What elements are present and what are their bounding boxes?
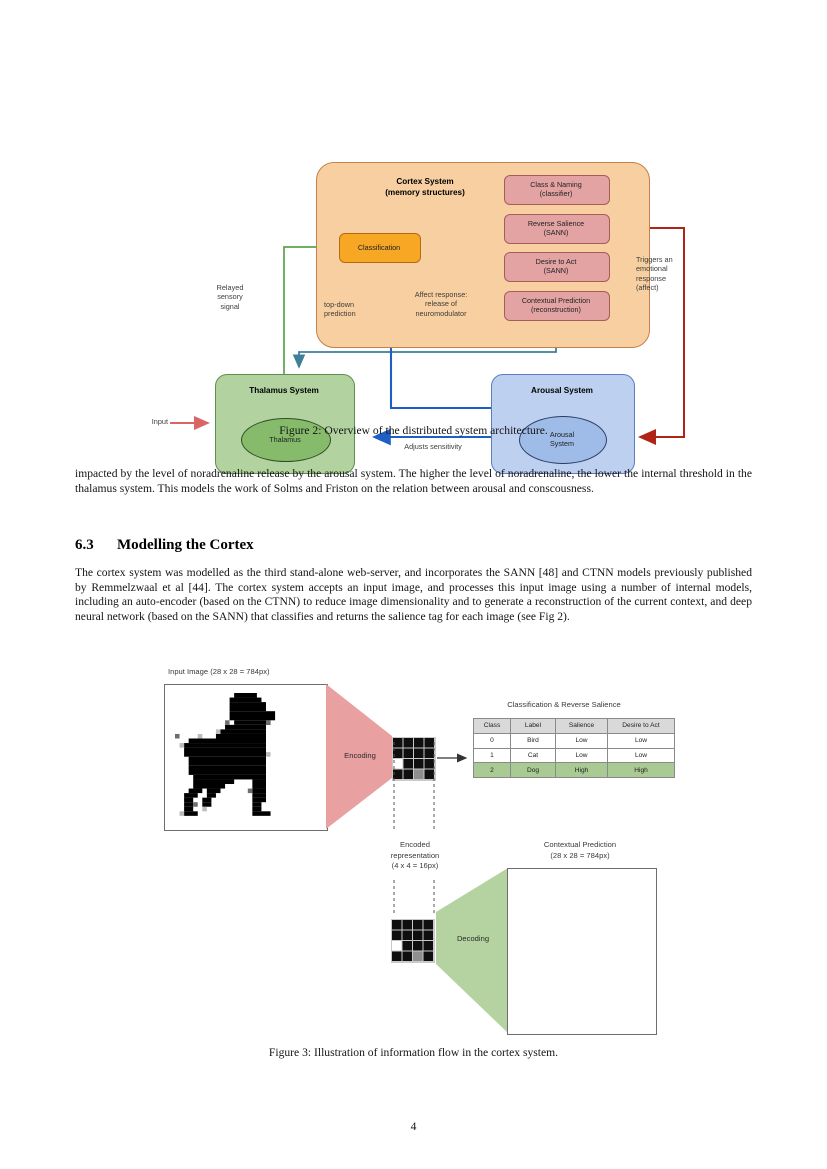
figure-2-caption: Figure 2: Overview of the distributed sy… xyxy=(279,424,548,437)
figure-3-caption: Figure 3: Illustration of information fl… xyxy=(268,1046,559,1059)
paragraph-noradrenaline: impacted by the level of noradrenaline r… xyxy=(75,467,752,495)
input-dog-pixels xyxy=(175,693,276,816)
out1-line2: (SANN) xyxy=(543,228,569,237)
encoding-label: Encoding xyxy=(344,751,376,760)
out2-line2: (SANN) xyxy=(543,266,569,275)
classification-node xyxy=(339,233,421,263)
output-label-reverse-salience: Reverse Salience (SANN) xyxy=(504,214,608,242)
thalamus-inner-ellipse xyxy=(241,418,331,462)
adjusts-sensitivity-label: Adjusts sensitivity xyxy=(404,442,462,451)
figure-3: Input Image (28 x 28 = 784px) xyxy=(0,662,827,1035)
cell-salience: Low xyxy=(555,732,608,749)
paragraph-cortex-system: The cortex system was modelled as the th… xyxy=(75,566,752,623)
table-header-row: Class Label Salience Desire to Act xyxy=(473,718,675,734)
prediction-line2: (28 x 28 = 784px) xyxy=(550,850,610,860)
output-box-reverse-salience xyxy=(504,214,610,244)
cell-label: Bird xyxy=(510,732,556,749)
cell-label: Dog xyxy=(510,762,556,779)
output-box-desire-to-act xyxy=(504,252,610,282)
th-salience: Salience xyxy=(555,718,608,734)
encoded-line2: representation xyxy=(390,850,440,860)
cell-label: Cat xyxy=(510,747,556,764)
triggers-line1: Triggers an xyxy=(636,255,673,264)
out0-line2: (classifier) xyxy=(539,189,573,198)
decoder-trapezoid xyxy=(436,868,508,1033)
triggers-line3: response xyxy=(636,273,667,283)
table-row-highlighted: 2 Dog High High xyxy=(473,762,675,779)
relayed-line1: Relayed xyxy=(216,283,244,292)
output-box-class-naming xyxy=(504,175,610,205)
section-number: 6.3 xyxy=(75,537,94,553)
encoded-representation-label: Encoded representation (4 x 4 = 16px) xyxy=(374,840,456,872)
triggers-emotional-response-label: Triggers an emotional response (affect) xyxy=(636,255,690,293)
output-label-contextual-prediction: Contextual Prediction (reconstruction) xyxy=(502,291,610,319)
cell-desire: Low xyxy=(607,747,675,764)
relayed-line3: signal xyxy=(220,301,240,311)
page-number: 4 xyxy=(410,1120,417,1133)
encoded-guides xyxy=(393,742,435,914)
classification-label: Classification xyxy=(357,242,401,252)
table-row: 1 Cat Low Low xyxy=(473,747,675,764)
arousal-inner-ellipse xyxy=(519,416,607,464)
thalamus-system-title: Thalamus System xyxy=(249,386,319,395)
out3-line1: Contextual Prediction xyxy=(521,296,591,305)
encoded-grid-top xyxy=(392,737,436,781)
triggers-line4: (affect) xyxy=(636,283,659,293)
cortex-title-line1: Cortex System xyxy=(396,177,454,186)
arousal-system-title: Arousal System xyxy=(531,386,593,395)
affect-response-label: Affect response: release of neuromodulat… xyxy=(396,290,486,318)
encoded-grid-bottom xyxy=(391,919,435,963)
output-label-class-naming: Class & Naming (classifier) xyxy=(504,175,608,203)
relayed-sensory-signal-label: Relayed sensory signal xyxy=(202,283,258,311)
arousal-inner-line1: Arousal xyxy=(549,430,575,439)
cell-class: 1 xyxy=(473,747,511,764)
out2-line1: Desire to Act xyxy=(535,257,577,266)
triggers-line2: emotional xyxy=(636,264,668,274)
input-image-label: Input Image (28 x 28 = 784px) xyxy=(168,667,270,676)
thalamus-inner-label: Thalamus xyxy=(269,434,301,444)
input-label: Input xyxy=(151,417,168,426)
output-label-desire-to-act: Desire to Act (SANN) xyxy=(504,252,608,280)
out0-line1: Class & Naming xyxy=(530,180,582,189)
output-box-contextual-prediction xyxy=(504,291,610,321)
cell-salience: High xyxy=(555,762,608,779)
cell-desire: Low xyxy=(607,732,675,749)
topdown-line2: prediction xyxy=(324,309,356,319)
table-row: 0 Bird Low Low xyxy=(473,732,675,749)
section-heading-6-3: 6.3 Modelling the Cortex xyxy=(75,537,254,554)
contextual-prediction-label: Contextual Prediction (28 x 28 = 784px) xyxy=(505,840,655,861)
arousal-inner-label: Arousal System xyxy=(519,416,605,462)
encoder-trapezoid xyxy=(326,684,392,829)
output-image-frame xyxy=(507,868,657,1035)
section-title: Modelling the Cortex xyxy=(117,537,254,553)
affect-line3: neuromodulator xyxy=(415,308,467,318)
encoded-line1: Encoded xyxy=(400,840,430,849)
figure-2: Cortex System (memory structures) Classi… xyxy=(0,78,827,474)
th-class: Class xyxy=(473,718,511,734)
affect-line2: release of xyxy=(424,299,458,309)
affect-line1: Affect response: xyxy=(414,290,468,299)
cell-class: 0 xyxy=(473,732,511,749)
top-down-prediction-label: top-down prediction xyxy=(324,300,398,319)
cortex-title-line2: (memory structures) xyxy=(385,188,465,197)
encoded-line3: (4 x 4 = 16px) xyxy=(391,861,439,870)
th-desire: Desire to Act xyxy=(607,718,675,734)
cell-class: 2 xyxy=(473,762,511,779)
th-label: Label xyxy=(510,718,556,734)
relayed-line2: sensory xyxy=(217,292,243,302)
decoding-label: Decoding xyxy=(456,934,490,943)
table-title: Classification & Reverse Salience xyxy=(507,700,621,709)
cell-desire: High xyxy=(607,762,675,779)
topdown-line1: top-down xyxy=(324,300,355,309)
out3-line2: (reconstruction) xyxy=(531,305,581,314)
cell-salience: Low xyxy=(555,747,608,764)
arousal-inner-line2: System xyxy=(550,439,574,448)
prediction-line1: Contextual Prediction xyxy=(543,840,617,849)
classification-table: Class Label Salience Desire to Act 0 Bir… xyxy=(473,718,675,779)
out1-line1: Reverse Salience xyxy=(527,219,585,228)
cortex-system-title: Cortex System (memory structures) xyxy=(316,176,534,198)
